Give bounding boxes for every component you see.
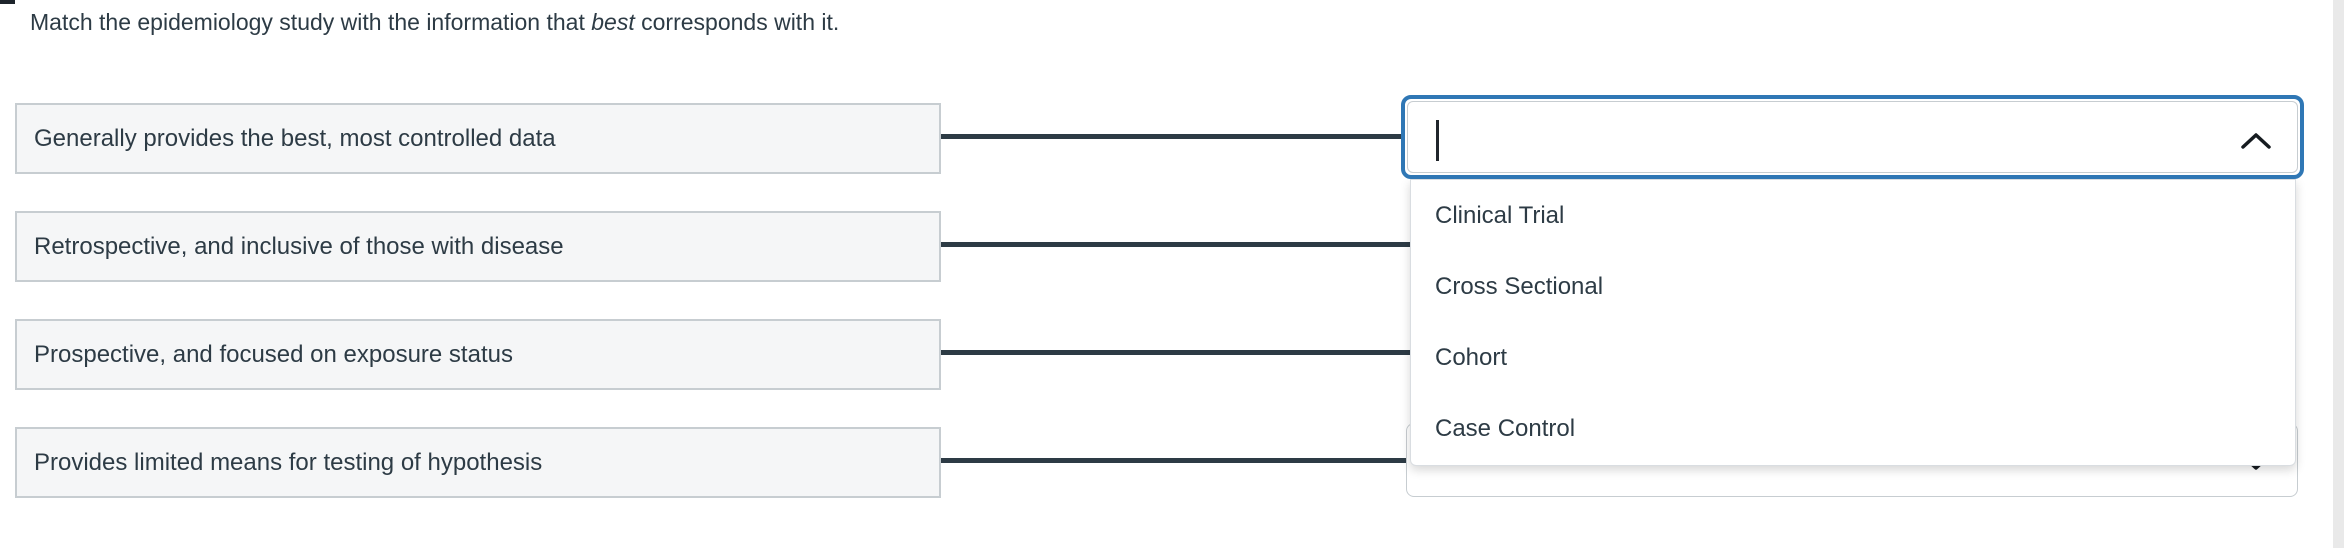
option-cross-sectional[interactable]: Cross Sectional xyxy=(1435,272,1604,300)
match-item-box-1: Generally provides the best, most contro… xyxy=(15,103,941,174)
combobox-input-field[interactable] xyxy=(1407,101,2298,173)
question-prompt: Match the epidemiology study with the in… xyxy=(30,8,839,38)
option-clinical-trial[interactable]: Clinical Trial xyxy=(1435,201,1565,229)
dropdown-options-menu: Clinical Trial Cross Sectional Cohort Ca… xyxy=(1410,179,2296,466)
chevron-up-icon xyxy=(2240,132,2272,155)
match-item-label: Retrospective, and inclusive of those wi… xyxy=(34,232,564,260)
prompt-text: Match the epidemiology study with the in… xyxy=(30,9,592,35)
prompt-text: corresponds with it. xyxy=(634,9,840,35)
match-item-label: Prospective, and focused on exposure sta… xyxy=(34,340,513,368)
match-item-box-4: Provides limited means for testing of hy… xyxy=(15,427,941,498)
connector-line xyxy=(941,242,1412,247)
option-cohort[interactable]: Cohort xyxy=(1435,344,1508,372)
match-item-label: Provides limited means for testing of hy… xyxy=(34,448,543,476)
scrollbar-track[interactable] xyxy=(2333,0,2344,548)
connector-line xyxy=(941,350,1412,355)
connector-line xyxy=(941,458,1412,463)
answer-combobox-open[interactable] xyxy=(1401,95,2304,179)
match-item-label: Generally provides the best, most contro… xyxy=(34,124,556,152)
match-item-box-2: Retrospective, and inclusive of those wi… xyxy=(15,211,941,282)
text-caret xyxy=(1436,120,1439,161)
option-case-control[interactable]: Case Control xyxy=(1435,415,1576,443)
connector-line xyxy=(941,134,1412,139)
match-item-box-3: Prospective, and focused on exposure sta… xyxy=(15,319,941,390)
top-left-marker xyxy=(0,0,15,4)
prompt-emphasis: best xyxy=(591,9,635,35)
